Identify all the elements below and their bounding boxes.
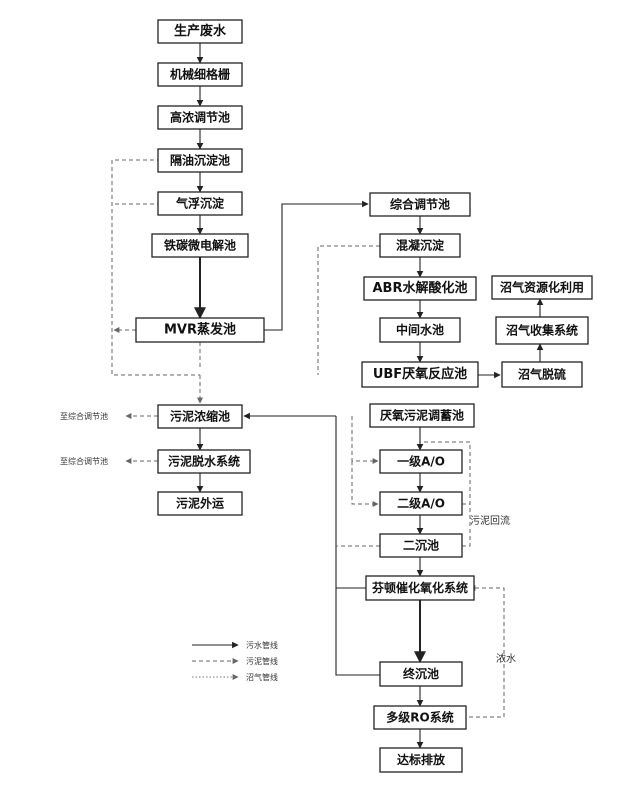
svg-text:生产废水: 生产废水 [174,23,227,39]
svg-text:污泥脱水系统: 污泥脱水系统 [168,454,240,469]
node-flotation: 气浮沉淀 [157,191,243,216]
node-wastewater: 生产废水 [157,19,243,44]
svg-text:沼气资源化利用: 沼气资源化利用 [500,280,584,295]
label-to-comp-1: 至综合调节池 [60,411,108,421]
node-hc-tank: 高浓调节池 [157,105,243,130]
svg-text:混凝沉淀: 混凝沉淀 [396,238,445,253]
svg-text:综合调节池: 综合调节池 [390,197,450,212]
node-mid: 中间水池 [379,317,461,343]
label-sludge-reflux: 污泥回流 [470,514,510,527]
svg-text:一级A/O: 一级A/O [397,454,445,469]
svg-text:沼气收集系统: 沼气收集系统 [506,323,578,338]
node-biogas-use: 沼气资源化利用 [491,275,593,300]
node-ubf: UBF厌氧反应池 [361,361,479,388]
node-abr: ABR水解酸化池 [363,276,477,301]
svg-text:二级A/O: 二级A/O [397,496,445,511]
node-sludge-thick: 污泥浓缩池 [157,404,243,429]
node-oil-sep: 隔油沉淀池 [157,148,243,173]
node-final-clar: 终沉池 [379,661,463,687]
svg-text:隔油沉淀池: 隔油沉淀池 [170,153,230,168]
node-coag: 混凝沉淀 [379,233,461,258]
node-biogas-desulf: 沼气脱硫 [501,361,583,388]
legend-biogas: 沼气管线 [246,672,278,682]
node-screen: 机械细格栅 [157,62,243,87]
node-sec-clar: 二沉池 [379,533,463,558]
node-comp-tank: 综合调节池 [369,192,471,217]
svg-text:铁碳微电解池: 铁碳微电解池 [164,238,236,253]
svg-text:多级RO系统: 多级RO系统 [386,710,453,725]
label-to-comp-2: 至综合调节池 [60,456,108,466]
svg-text:中间水池: 中间水池 [396,322,444,337]
svg-text:达标排放: 达标排放 [397,752,446,767]
node-ao1: 一级A/O [379,449,463,474]
node-sludge-dewater: 污泥脱水系统 [157,449,251,474]
node-fe-c: 铁碳微电解池 [151,233,249,258]
main-flow-lines [194,43,544,749]
legend-sludge: 污泥管线 [246,656,278,666]
node-mvr: MVR蒸发池 [135,317,265,343]
svg-text:终沉池: 终沉池 [403,666,439,681]
svg-text:厌氧污泥调蓄池: 厌氧污泥调蓄池 [380,408,464,423]
node-sludge-out: 污泥外运 [157,491,243,516]
svg-text:沼气脱硫: 沼气脱硫 [518,367,566,382]
node-discharge: 达标排放 [379,747,463,773]
legend-wastewater: 污水管线 [246,640,278,650]
node-fenton: 芬顿催化氧化系统 [365,575,475,601]
node-ro: 多级RO系统 [373,705,467,730]
label-concentrate: 浓水 [496,653,516,665]
svg-text:气浮沉淀: 气浮沉淀 [175,196,225,211]
svg-text:ABR水解酸化池: ABR水解酸化池 [373,280,468,296]
svg-text:高浓调节池: 高浓调节池 [170,110,230,125]
node-biogas-collect: 沼气收集系统 [495,316,589,345]
svg-text:二沉池: 二沉池 [403,538,439,553]
node-ao2: 二级A/O [379,491,463,516]
sludge-lines [111,159,505,718]
svg-text:机械细格栅: 机械细格栅 [170,67,230,82]
legend: 污水管线 污泥管线 沼气管线 [192,640,278,682]
svg-text:污泥浓缩池: 污泥浓缩池 [170,409,230,424]
svg-text:MVR蒸发池: MVR蒸发池 [164,322,236,338]
node-anaerobic-store: 厌氧污泥调蓄池 [369,403,475,428]
svg-text:UBF厌氧反应池: UBF厌氧反应池 [373,366,467,382]
svg-text:污泥外运: 污泥外运 [176,496,224,511]
svg-text:芬顿催化氧化系统: 芬顿催化氧化系统 [371,580,468,595]
